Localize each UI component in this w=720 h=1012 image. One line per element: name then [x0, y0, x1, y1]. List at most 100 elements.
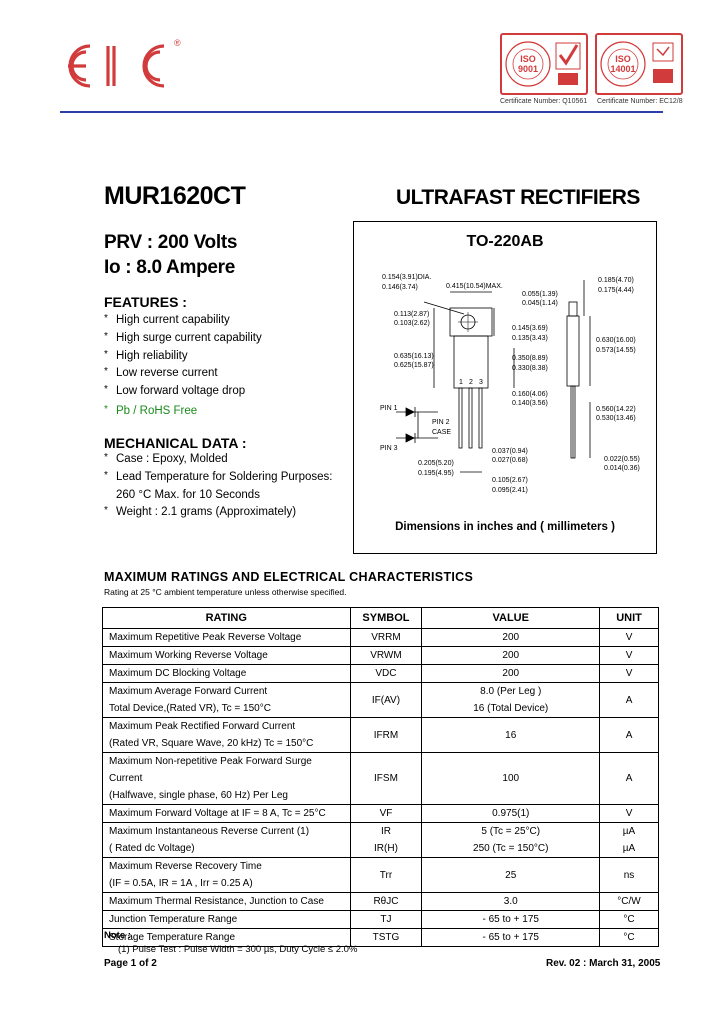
dim-label: 0.530(13.46) — [596, 415, 636, 422]
page-number: Page 1 of 2 — [104, 958, 157, 969]
cell-unit: V — [599, 664, 659, 683]
pin-labels: PIN 1 PIN 2 CASE PIN 3 1 2 3 — [380, 379, 483, 452]
part-number: MUR1620CT — [104, 182, 246, 210]
to220-outline-drawing: PIN 1 PIN 2 CASE PIN 3 1 2 3 0.154(3.91)… — [380, 274, 640, 494]
cell-symbol: TJ — [349, 910, 423, 929]
dim-label: 0.095(2.41) — [492, 487, 528, 494]
value-line: 200 — [502, 632, 520, 643]
table-header-row: RATING SYMBOL VALUE UNIT — [102, 607, 659, 629]
cert2-std: 14001 — [610, 64, 635, 74]
rating-line: Maximum Thermal Resistance, Junction to … — [109, 896, 324, 907]
feature-item: *Low forward voltage drop — [104, 384, 246, 398]
mechanical-item: *Weight : 2.1 grams (Approximately) — [104, 505, 297, 519]
value-line: 100 — [502, 773, 520, 784]
registered-mark: ® — [174, 38, 181, 48]
cell-value: - 65 to + 175 — [421, 910, 601, 929]
dim-label: 0.350(8.89) — [512, 355, 548, 362]
table-row: Maximum DC Blocking Voltage VDC 200 V — [102, 664, 659, 683]
symbol-line: VDC — [375, 668, 397, 679]
unit-line: µA — [622, 826, 636, 837]
cell-value: 100 — [421, 752, 601, 805]
value-line: 0.975(1) — [492, 808, 530, 819]
dim-label: 0.145(3.69) — [512, 325, 548, 332]
rating-line: Maximum Reverse Recovery Time — [109, 861, 262, 872]
dim-label: 0.560(14.22) — [596, 406, 636, 413]
unit-line: µA — [622, 843, 636, 854]
cell-value: 8.0 (Per Leg )16 (Total Device) — [421, 682, 601, 718]
symbol-line: TSTG — [372, 932, 400, 943]
cell-unit: V — [599, 628, 659, 647]
cell-unit: V — [599, 804, 659, 823]
cell-value: 5 (Tc = 25°C)250 (Tc = 150°C) — [421, 822, 601, 858]
cell-symbol: VF — [349, 804, 423, 823]
table-row: Maximum Peak Rectified Forward Current (… — [102, 717, 659, 753]
col-symbol: SYMBOL — [349, 607, 423, 629]
package-drawing-box — [353, 221, 657, 554]
package-title: TO-220AB — [466, 233, 544, 250]
symbol-line: TJ — [380, 914, 392, 925]
unit-line: A — [625, 773, 633, 784]
product-title: ULTRAFAST RECTIFIERS — [396, 186, 640, 209]
cert1-std: 9001 — [518, 64, 538, 74]
cert1-iso: ISO — [520, 54, 536, 64]
revision-date: Rev. 02 : March 31, 2005 — [546, 958, 661, 969]
unit-line: V — [625, 632, 633, 643]
dim-label: 0.630(16.00) — [596, 337, 636, 344]
unit-line: V — [625, 650, 633, 661]
dim-label: 0.625(15.87) — [394, 362, 434, 369]
cell-symbol: VRRM — [349, 628, 423, 647]
table-row: Maximum Instantaneous Reverse Current (1… — [102, 822, 659, 858]
rating-line: Total Device,(Rated VR), Tc = 150°C — [109, 703, 271, 714]
table-row: Maximum Non-repetitive Peak Forward Surg… — [102, 752, 659, 805]
pin3-label: PIN 3 — [380, 445, 398, 452]
rating-line: Junction Temperature Range — [109, 914, 238, 925]
header-rule — [60, 111, 663, 113]
col-value: VALUE — [421, 607, 601, 629]
cell-unit: °C/W — [599, 892, 659, 911]
rating-line: (Rated VR, Square Wave, 20 kHz) Tc = 150… — [109, 738, 314, 749]
cell-symbol: IF(AV) — [349, 682, 423, 718]
table-row: Maximum Thermal Resistance, Junction to … — [102, 892, 659, 911]
dim-label: 0.022(0.55) — [604, 456, 640, 463]
iso-9001-badge: ISO 9001 — [500, 33, 588, 95]
iso-14001-badge: ISO 14001 — [595, 33, 683, 95]
rating-line: Maximum Peak Rectified Forward Current — [109, 721, 296, 732]
dim-label: 0.154(3.91)DIA. — [382, 274, 431, 281]
unit-line: V — [625, 668, 633, 679]
dim-label: 0.635(16.13) — [394, 353, 434, 360]
feature-item: *High surge current capability — [104, 330, 262, 344]
mechanical-list: *Case : Epoxy, Molded *Lead Temperature … — [104, 451, 333, 522]
symbol-line: IF(AV) — [371, 694, 401, 706]
value-line: 16 — [505, 729, 517, 741]
note-item: (1) Pulse Test : Pulse Width = 300 µs, D… — [118, 944, 358, 955]
cell-symbol: Trr — [349, 857, 423, 893]
mechanical-item: *Lead Temperature for Soldering Purposes… — [104, 469, 333, 483]
symbol-line: RθJC — [373, 896, 399, 907]
cell-rating: Junction Temperature Range — [102, 910, 351, 929]
rating-line: Maximum Instantaneous Reverse Current (1… — [109, 826, 310, 837]
cell-rating: Maximum Non-repetitive Peak Forward Surg… — [102, 752, 351, 805]
value-line: 200 — [502, 668, 520, 679]
feature-item-rohs: *Pb / RoHS Free — [104, 403, 198, 417]
cell-unit: V — [599, 646, 659, 665]
features-list: *High current capability *High surge cur… — [104, 312, 262, 421]
symbol-line: IR(H) — [374, 843, 398, 854]
case-label: CASE — [432, 429, 451, 436]
dim-label: 0.330(8.38) — [512, 365, 548, 372]
dim-label: 0.045(1.14) — [522, 300, 558, 307]
unit-line: ns — [623, 869, 635, 881]
rating-line: Maximum DC Blocking Voltage — [109, 668, 247, 679]
dim-label: 0.175(4.44) — [598, 287, 634, 294]
value-line: 200 — [502, 650, 520, 661]
symbol-line: IFRM — [373, 729, 399, 741]
pin2-label: PIN 2 — [432, 419, 450, 426]
symbol-line: IFSM — [374, 773, 398, 784]
dim-label: 0.573(14.55) — [596, 347, 636, 354]
rating-line: (Halfwave, single phase, 60 Hz) Per Leg — [109, 790, 288, 801]
dim-label: 0.105(2.67) — [492, 477, 528, 484]
cell-rating: Maximum Peak Rectified Forward Current (… — [102, 717, 351, 753]
